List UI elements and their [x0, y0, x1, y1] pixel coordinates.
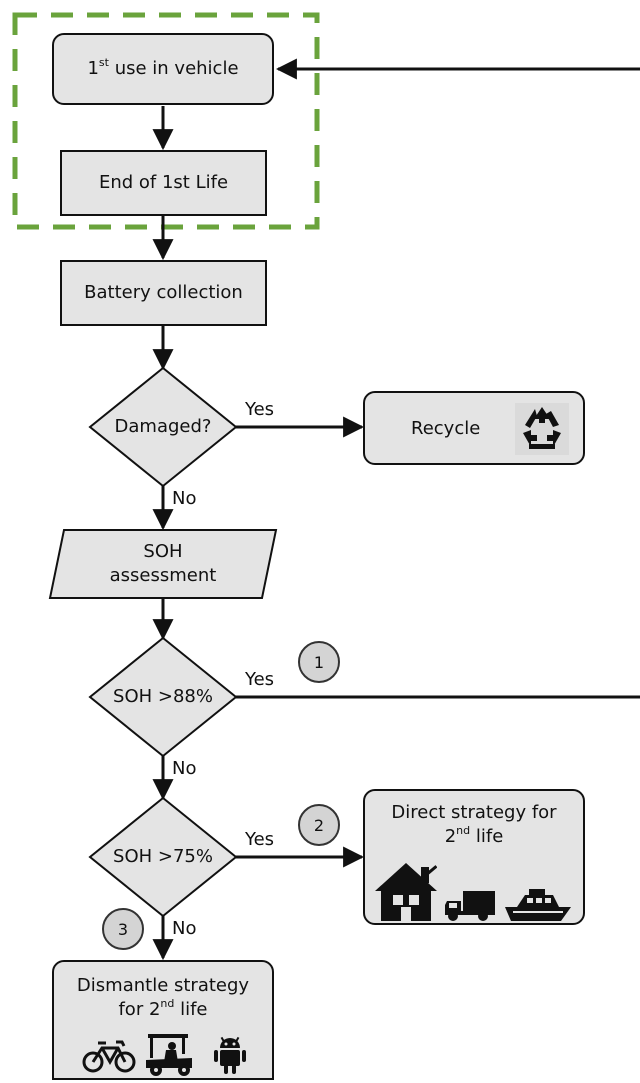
damaged-label: Damaged?	[114, 416, 212, 437]
battery-collection-node: Battery collection	[60, 260, 267, 326]
direct-strategy-label: Direct strategy for 2nd life	[391, 802, 557, 847]
end-first-life-label: End of 1st Life	[98, 172, 229, 193]
truck-icon	[445, 891, 495, 928]
direct-strategy-node: Direct strategy for 2nd life	[363, 789, 585, 925]
damaged-yes-label: Yes	[245, 399, 275, 420]
soh-assessment-label: SOH assessment	[109, 541, 217, 586]
end-first-life-node: End of 1st Life	[60, 150, 267, 216]
damaged-no-label: No	[172, 488, 197, 509]
soh-assessment-shape	[48, 529, 278, 599]
soh88-label: SOH >88%	[113, 686, 213, 707]
soh75-yes-label: Yes	[245, 829, 275, 850]
recycle-label: Recycle	[411, 418, 481, 439]
battery-collection-label: Battery collection	[84, 282, 243, 303]
strategy-marker-1: 1	[298, 641, 340, 683]
damaged-diamond-shape	[88, 366, 238, 488]
house-icon	[375, 861, 438, 930]
soh88-no-label: No	[172, 758, 197, 779]
strategy-marker-2: 2	[298, 804, 340, 846]
bicycle-icon	[82, 1038, 136, 1081]
first-use-node: 1st use in vehicle	[52, 33, 274, 105]
soh75-no-label: No	[172, 918, 197, 939]
soh75-diamond-shape	[88, 796, 238, 918]
dismantle-strategy-node: Dismantle strategy for 2nd life	[52, 960, 274, 1080]
dismantle-strategy-label: Dismantle strategy for 2nd life	[76, 975, 250, 1020]
first-use-label: 1st use in vehicle	[87, 56, 239, 79]
soh88-diamond-shape	[88, 636, 238, 758]
recycle-icon	[515, 403, 569, 462]
soh75-label: SOH >75%	[113, 846, 213, 867]
boat-icon	[505, 889, 571, 930]
android-icon	[214, 1036, 246, 1083]
first-life-highlight	[12, 12, 320, 230]
golf-cart-icon	[146, 1034, 194, 1083]
strategy-marker-3: 3	[102, 908, 144, 950]
recycle-node: Recycle	[363, 391, 585, 465]
soh88-yes-label: Yes	[245, 669, 275, 690]
